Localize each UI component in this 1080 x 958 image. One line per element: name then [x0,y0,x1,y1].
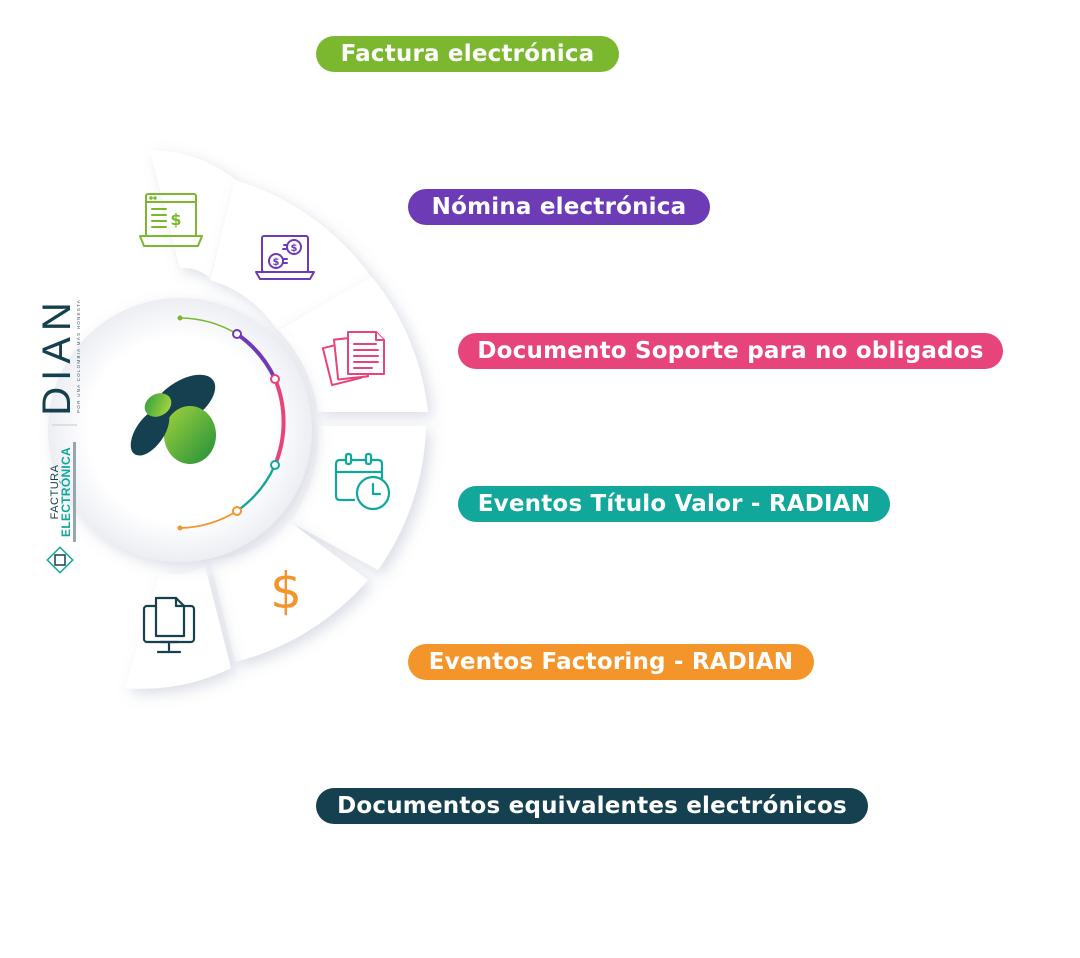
segment-factura [150,150,236,278]
branding-strip: DIAN POR UNA COLOMBIA MÁS HONESTA FACTUR… [35,296,81,574]
pill-label: Eventos Factoring - RADIAN [428,649,794,675]
colored-arc [177,315,286,531]
pill-label: Nómina electrónica [431,194,687,220]
segment-nomina [210,180,372,330]
svg-text:ELECTRÓNICA: ELECTRÓNICA [58,447,73,537]
central-logo-icon [130,374,216,464]
svg-text:$: $ [291,243,298,254]
payroll-laptop-icon: $ $ [255,235,315,280]
pill-eventos-titulo-valor[interactable]: Eventos Título Valor - RADIAN [458,486,890,522]
calendar-clock-icon [334,452,391,511]
cube-logo-icon [46,546,74,574]
pill-eventos-factoring[interactable]: Eventos Factoring - RADIAN [408,644,814,680]
pill-documentos-equivalentes[interactable]: Documentos equivalentes electrónicos [316,788,868,824]
svg-text:FACTURA: FACTURA [49,464,61,519]
invoice-laptop-icon: $ [139,193,203,247]
dian-logo: DIAN POR UNA COLOMBIA MÁS HONESTA [35,296,81,416]
arc-pink [273,377,286,467]
dollar-sign-icon: $ [270,562,302,620]
monitor-document-icon [142,596,196,654]
pill-label: Documento Soporte para no obligados [477,338,984,364]
pill-factura-electronica[interactable]: Factura electrónica [316,36,619,72]
pill-label: Eventos Título Valor - RADIAN [477,491,871,517]
pill-label: Documentos equivalentes electrónicos [337,793,847,819]
documents-stack-icon [321,331,385,387]
svg-text:$: $ [270,562,302,620]
factura-electronica-logo: FACTURA ELECTRÓNICA [49,442,76,542]
svg-text:$: $ [273,257,280,268]
svg-text:DIAN: DIAN [35,296,79,416]
svg-text:$: $ [170,210,181,229]
segment-factoring [210,522,368,662]
pill-nomina-electronica[interactable]: Nómina electrónica [408,189,710,225]
pill-label: Factura electrónica [340,41,595,67]
svg-text:POR UNA COLOMBIA MÁS HONESTA: POR UNA COLOMBIA MÁS HONESTA [75,299,81,413]
pill-documento-soporte[interactable]: Documento Soporte para no obligados [458,333,1003,369]
